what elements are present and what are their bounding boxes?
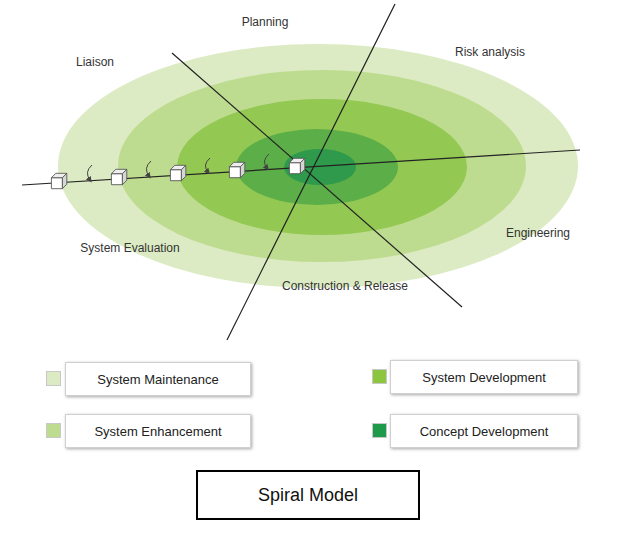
diagram-title: Spiral Model — [258, 485, 358, 506]
cycle-arrow — [146, 161, 151, 176]
legend-swatch — [46, 423, 61, 438]
axis-line — [172, 53, 462, 307]
legend-text: System Enhancement — [94, 424, 221, 439]
phase-label: Liaison — [76, 55, 114, 69]
legend-text: System Maintenance — [97, 372, 218, 387]
phase-label: System Evaluation — [80, 241, 179, 255]
phase-label: Engineering — [506, 226, 570, 240]
legend-box: Concept Development — [390, 414, 578, 448]
legend-swatch — [46, 371, 61, 386]
cube-icon — [170, 165, 185, 180]
cycle-arrow — [87, 165, 92, 180]
cycle-arrow — [264, 154, 269, 168]
cube-icon — [111, 169, 126, 184]
phase-label: Risk analysis — [455, 45, 525, 59]
phase-label: Planning — [242, 15, 289, 29]
phase-label: Construction & Release — [282, 279, 408, 293]
development-ring — [177, 99, 467, 235]
legend-text: Concept Development — [420, 424, 549, 439]
legend-text: System Development — [422, 370, 546, 385]
cube-icon — [51, 173, 66, 188]
legend-box: System Enhancement — [65, 414, 251, 448]
axis-line — [22, 150, 580, 185]
title-box: Spiral Model — [196, 470, 420, 520]
legend-box: System Maintenance — [65, 362, 251, 396]
cycle-arrow — [205, 158, 210, 172]
cube-icon — [229, 162, 244, 177]
legend-box: System Development — [390, 360, 578, 394]
legend-swatch — [372, 369, 387, 384]
cube-icon — [289, 158, 304, 173]
legend-swatch — [372, 423, 387, 438]
